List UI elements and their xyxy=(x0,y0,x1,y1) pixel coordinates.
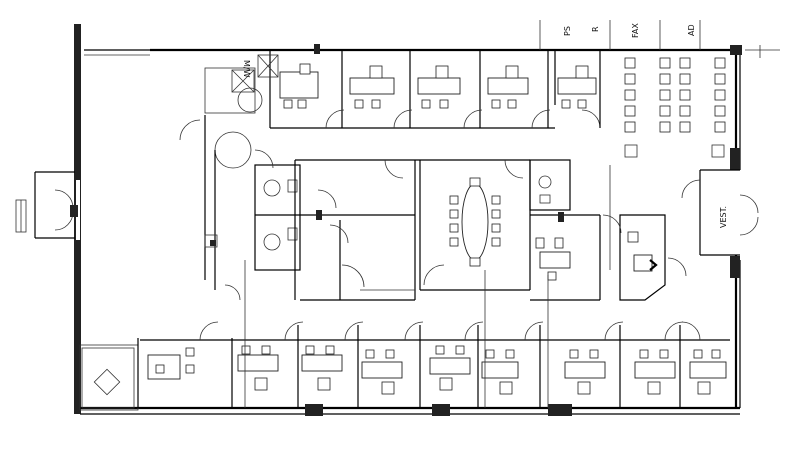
exterior-walls xyxy=(74,24,780,415)
label-vestibule: VEST. xyxy=(719,206,728,228)
central-rooms xyxy=(294,159,571,301)
top-offices xyxy=(269,44,601,129)
label-mw: M/W xyxy=(242,60,251,78)
leader-lines xyxy=(244,165,611,408)
entry-doors-left xyxy=(15,171,78,239)
label-room-1: PS xyxy=(563,26,572,36)
service-core: M/W xyxy=(179,54,301,301)
label-room-3: FAX xyxy=(631,23,640,38)
label-room-4: AD xyxy=(687,24,696,36)
top-labels: PS R FAX AD xyxy=(563,23,696,38)
right-mid-offices: VEST. xyxy=(530,169,759,301)
bottom-offices xyxy=(137,321,730,416)
label-room-2: R xyxy=(591,26,600,32)
top-right-area xyxy=(539,20,726,158)
chair-grid xyxy=(624,57,726,133)
